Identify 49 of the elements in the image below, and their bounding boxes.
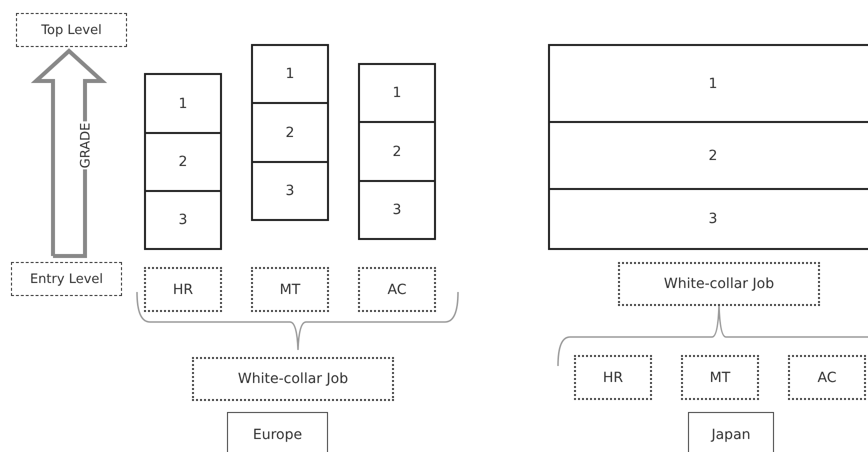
box-label: AC (817, 370, 837, 386)
category-box (618, 262, 820, 306)
box-label: White-collar Job (238, 371, 348, 387)
box-label: 2 (178, 154, 188, 170)
box-label: White-collar Job (664, 276, 774, 292)
box-label: 3 (286, 183, 294, 199)
box-label: 2 (708, 148, 718, 164)
category-box (251, 267, 329, 312)
region-box (688, 412, 774, 452)
edge-label: GRADE (78, 121, 93, 169)
box-label: 1 (708, 76, 718, 92)
grade-box (144, 132, 222, 192)
box-label: Entry Level (30, 272, 104, 286)
box-label: 1 (178, 96, 188, 112)
box-label: 3 (392, 202, 402, 218)
category-box (788, 355, 866, 400)
level-box (16, 13, 127, 47)
grade-box (358, 180, 436, 240)
grade-box (548, 188, 868, 250)
region-box (227, 412, 328, 452)
level-box (11, 262, 122, 296)
grade-box (251, 102, 329, 163)
grade-box (548, 44, 868, 123)
box-label: Europe (252, 427, 302, 443)
box-label: Japan (711, 427, 751, 443)
box-label: AC (387, 282, 407, 298)
grade-box (358, 63, 436, 123)
box-label: 1 (286, 66, 294, 82)
box-label: MT (710, 370, 730, 386)
category-box (358, 267, 436, 312)
box-label: MT (280, 282, 300, 298)
box-label: HR (172, 282, 194, 298)
box-label: 1 (392, 85, 402, 101)
category-box (144, 267, 222, 312)
grade-box (251, 44, 329, 104)
box-label: Top Level (41, 22, 102, 38)
grade-box (144, 73, 222, 134)
arrow (30, 48, 108, 258)
box-label: 2 (286, 124, 294, 140)
box-label: 2 (392, 144, 402, 160)
category-box (681, 355, 759, 400)
category-box (192, 357, 394, 401)
box-label: 3 (708, 211, 718, 227)
grade-box (358, 121, 436, 182)
grade-box (144, 190, 222, 250)
category-box (574, 355, 652, 400)
grade-box (251, 161, 329, 221)
box-label: HR (602, 370, 624, 386)
box-label: 3 (178, 212, 188, 228)
